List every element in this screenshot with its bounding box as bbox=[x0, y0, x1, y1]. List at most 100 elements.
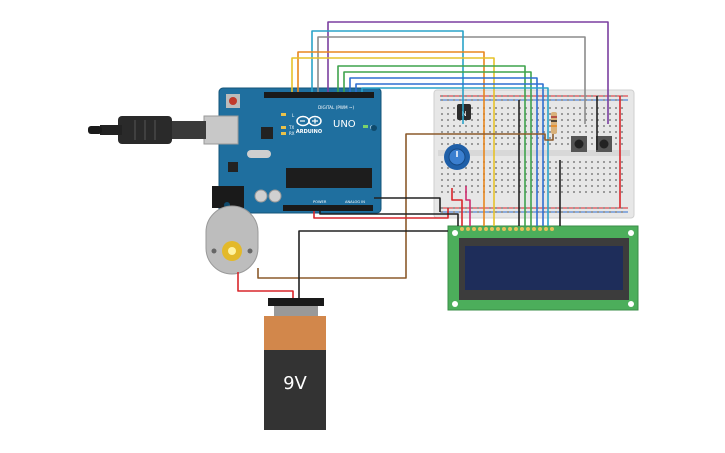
lcd-pin bbox=[502, 227, 506, 231]
breadboard-hole bbox=[549, 191, 551, 193]
breadboard-hole bbox=[501, 173, 503, 175]
breadboard-hole bbox=[543, 143, 545, 145]
breadboard-hole bbox=[513, 211, 515, 213]
breadboard-hole bbox=[573, 125, 575, 127]
breadboard-hole bbox=[489, 113, 491, 115]
breadboard-hole bbox=[591, 95, 593, 97]
breadboard-hole bbox=[531, 113, 533, 115]
breadboard-hole bbox=[573, 113, 575, 115]
potentiometer bbox=[444, 144, 470, 170]
breadboard-hole bbox=[591, 161, 593, 163]
breadboard-hole bbox=[531, 185, 533, 187]
breadboard-hole bbox=[507, 211, 509, 213]
breadboard-hole bbox=[477, 131, 479, 133]
wire-brown bbox=[257, 133, 554, 279]
breadboard-hole bbox=[567, 107, 569, 109]
breadboard-hole bbox=[495, 207, 497, 209]
breadboard-hole bbox=[615, 113, 617, 115]
breadboard-hole bbox=[453, 179, 455, 181]
breadboard-hole bbox=[561, 95, 563, 97]
breadboard-hole bbox=[465, 179, 467, 181]
breadboard-hole bbox=[567, 119, 569, 121]
breadboard-hole bbox=[609, 125, 611, 127]
breadboard-hole bbox=[507, 137, 509, 139]
breadboard-hole bbox=[555, 179, 557, 181]
breadboard-hole bbox=[519, 99, 521, 101]
breadboard-hole bbox=[525, 137, 527, 139]
breadboard-hole bbox=[531, 99, 533, 101]
breadboard-hole bbox=[537, 167, 539, 169]
breadboard-hole bbox=[477, 137, 479, 139]
breadboard-hole bbox=[507, 113, 509, 115]
breadboard-hole bbox=[471, 137, 473, 139]
breadboard-hole bbox=[561, 191, 563, 193]
breadboard-hole bbox=[531, 167, 533, 169]
breadboard-hole bbox=[471, 107, 473, 109]
breadboard-hole bbox=[471, 173, 473, 175]
breadboard-hole bbox=[525, 99, 527, 101]
breadboard-hole bbox=[465, 131, 467, 133]
breadboard-hole bbox=[603, 131, 605, 133]
breadboard-hole bbox=[561, 119, 563, 121]
breadboard-hole bbox=[567, 99, 569, 101]
wire-black-gnd bbox=[374, 197, 441, 212]
power-label: POWER bbox=[313, 200, 327, 204]
breadboard-hole bbox=[609, 207, 611, 209]
breadboard-hole bbox=[531, 119, 533, 121]
breadboard-hole bbox=[519, 167, 521, 169]
breadboard-hole bbox=[579, 131, 581, 133]
breadboard-hole bbox=[459, 211, 461, 213]
breadboard-hole bbox=[471, 207, 473, 209]
breadboard-hole bbox=[477, 119, 479, 121]
breadboard-hole bbox=[603, 107, 605, 109]
breadboard-hole bbox=[441, 113, 443, 115]
breadboard-hole bbox=[579, 107, 581, 109]
breadboard-hole bbox=[477, 167, 479, 169]
breadboard-hole bbox=[459, 99, 461, 101]
breadboard-hole bbox=[609, 113, 611, 115]
breadboard-hole bbox=[537, 143, 539, 145]
breadboard-hole bbox=[603, 161, 605, 163]
breadboard-hole bbox=[609, 167, 611, 169]
breadboard-hole bbox=[465, 207, 467, 209]
breadboard-hole bbox=[591, 107, 593, 109]
breadboard-hole bbox=[597, 167, 599, 169]
breadboard-hole bbox=[489, 95, 491, 97]
breadboard-hole bbox=[615, 161, 617, 163]
breadboard-hole bbox=[597, 161, 599, 163]
breadboard-hole bbox=[555, 143, 557, 145]
breadboard-hole bbox=[525, 113, 527, 115]
breadboard-hole bbox=[603, 191, 605, 193]
breadboard-hole bbox=[561, 173, 563, 175]
breadboard-hole bbox=[477, 185, 479, 187]
breadboard-hole bbox=[579, 207, 581, 209]
breadboard-hole bbox=[543, 131, 545, 133]
breadboard-hole bbox=[453, 125, 455, 127]
breadboard-hole bbox=[567, 185, 569, 187]
breadboard-hole bbox=[573, 95, 575, 97]
breadboard-hole bbox=[591, 137, 593, 139]
breadboard-hole bbox=[531, 179, 533, 181]
breadboard-hole bbox=[549, 125, 551, 127]
breadboard-hole bbox=[561, 161, 563, 163]
breadboard-hole bbox=[543, 161, 545, 163]
breadboard-hole bbox=[555, 95, 557, 97]
breadboard-hole bbox=[465, 95, 467, 97]
breadboard-hole bbox=[477, 211, 479, 213]
breadboard-hole bbox=[615, 185, 617, 187]
breadboard-hole bbox=[507, 99, 509, 101]
breadboard-hole bbox=[501, 191, 503, 193]
breadboard-hole bbox=[573, 179, 575, 181]
breadboard-hole bbox=[543, 107, 545, 109]
breadboard-hole bbox=[447, 143, 449, 145]
breadboard-hole bbox=[615, 99, 617, 101]
breadboard-hole bbox=[543, 125, 545, 127]
breadboard-hole bbox=[591, 179, 593, 181]
breadboard-hole bbox=[609, 131, 611, 133]
wire-red-battery bbox=[237, 272, 294, 298]
breadboard-hole bbox=[507, 107, 509, 109]
breadboard-hole bbox=[621, 125, 623, 127]
breadboard-hole bbox=[549, 113, 551, 115]
wires bbox=[237, 21, 621, 298]
breadboard-hole bbox=[537, 99, 539, 101]
